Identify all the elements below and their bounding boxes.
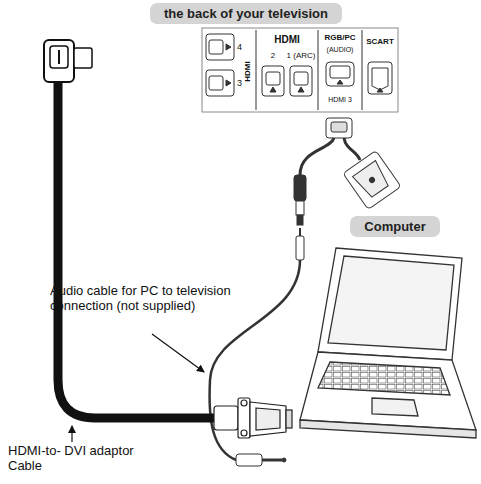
port-number: 1 (ARC) xyxy=(287,51,316,60)
pc-adapter xyxy=(294,118,401,225)
leader-line xyxy=(71,426,72,442)
port-group-label: HDMI xyxy=(274,34,300,46)
port-group-label: HDMI xyxy=(242,62,251,82)
port-label: (AUDIO) xyxy=(327,46,354,54)
tv-panel xyxy=(202,28,398,112)
node-text: the back of your television xyxy=(164,6,328,21)
port-label: SCART xyxy=(366,37,394,46)
port-number: 3 xyxy=(237,78,242,88)
laptop xyxy=(300,248,476,438)
port-number: 4 xyxy=(237,42,242,52)
cable-note: HDMI-to- DVI adaptor Cable xyxy=(8,444,158,474)
label-box: Computer xyxy=(350,216,440,237)
dvi-connector xyxy=(214,398,292,438)
port-label: HDMI 3 xyxy=(328,96,352,104)
audio-cable xyxy=(210,228,304,466)
hdmi-cable xyxy=(44,40,216,418)
leader-line xyxy=(152,334,204,372)
port-number: 2 xyxy=(271,51,275,60)
banner-heading: the back of your television xyxy=(150,3,342,24)
node-text: Computer xyxy=(364,219,425,234)
cable-note: Audio cable for PC to television connect… xyxy=(50,284,232,314)
port-label: RGB/PC xyxy=(324,33,355,42)
